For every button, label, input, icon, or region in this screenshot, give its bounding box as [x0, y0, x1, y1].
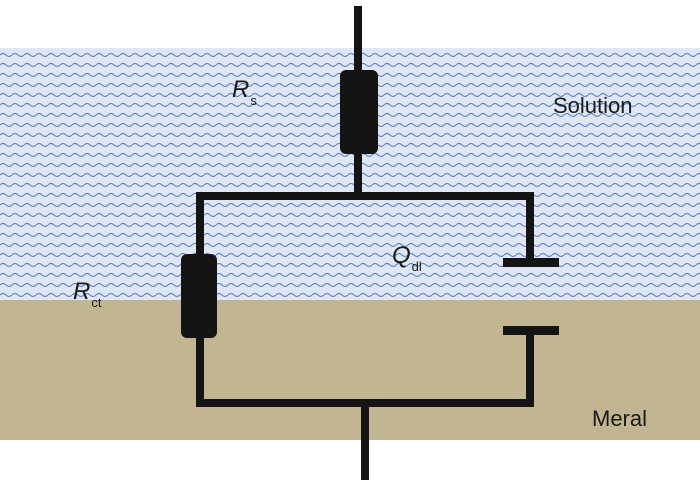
resistor-rct [181, 254, 217, 338]
qdl-symbol: Q [392, 242, 411, 269]
metal-region [0, 300, 700, 440]
rs-label: Rs [232, 76, 257, 108]
rct-subscript: ct [91, 295, 102, 310]
rct-symbol: R [73, 278, 91, 305]
solution-label: Solution [553, 93, 633, 118]
capacitor-plate-top [503, 258, 559, 267]
rs-symbol: R [232, 76, 250, 103]
qdl-subscript: dl [411, 259, 422, 274]
resistor-rs [340, 70, 378, 154]
capacitor-plate-bottom [503, 326, 559, 335]
metal-label: Meral [592, 406, 648, 431]
rct-label: Rct [73, 278, 101, 310]
circuit [196, 6, 534, 480]
rs-subscript: s [250, 93, 257, 108]
qdl-label: Qdl [392, 242, 422, 274]
